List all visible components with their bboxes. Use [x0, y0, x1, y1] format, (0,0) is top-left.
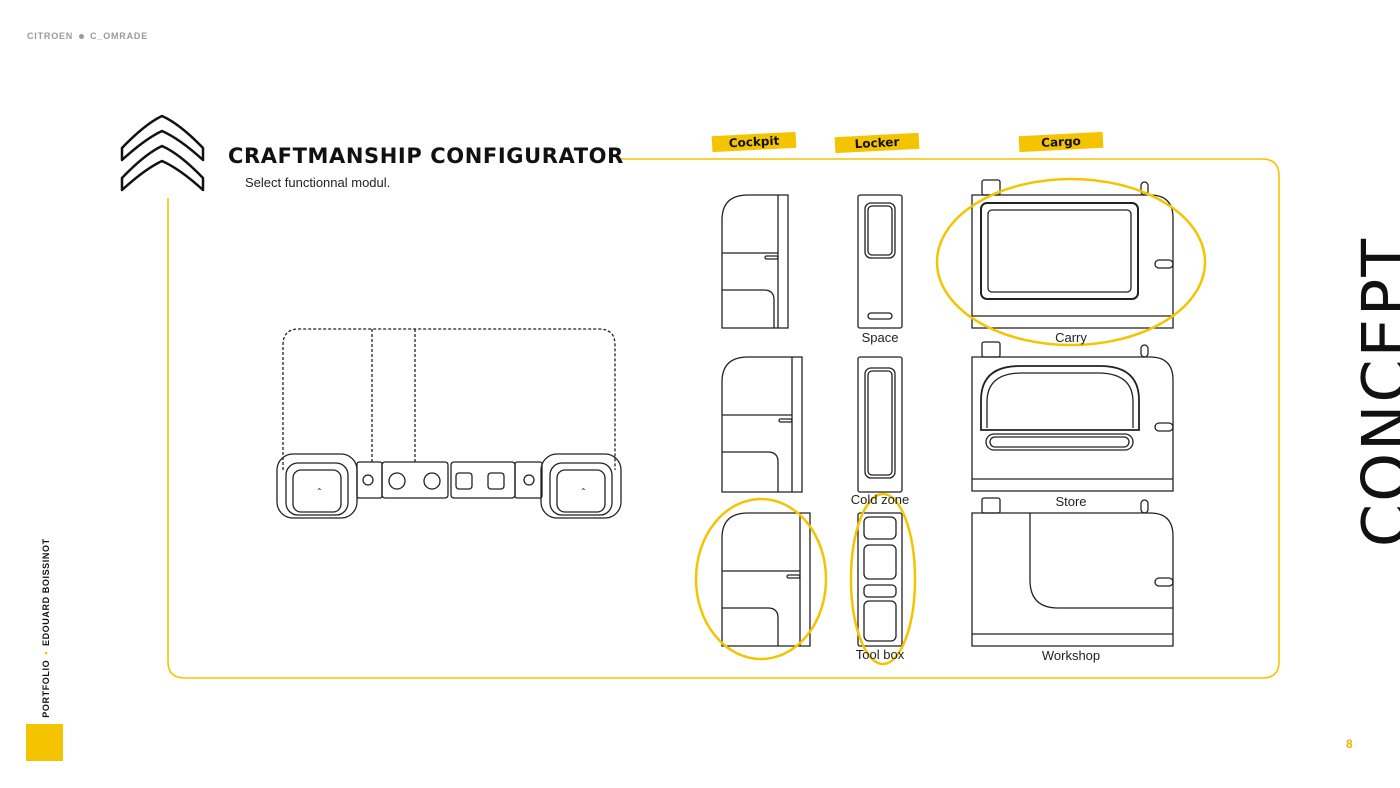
product-name: C_OMRADE	[90, 31, 149, 41]
yellow-accent-square	[26, 724, 63, 761]
selection-ellipse-cockpit	[694, 497, 828, 661]
module-label-cold-zone[interactable]: Cold zone	[850, 492, 910, 507]
selection-ellipse-toolbox	[849, 492, 917, 666]
module-label-carry[interactable]: Carry	[1055, 330, 1087, 345]
brand-separator-dot	[79, 33, 85, 39]
sidebar-separator: •	[41, 651, 51, 655]
section-subtitle: Select functionnal modul.	[245, 175, 391, 190]
brand-header: CITROEN C_OMRADE	[27, 31, 148, 41]
cockpit-modules-drawing	[721, 194, 811, 647]
sidebar-author: EDOUARD BOISSINOT	[41, 538, 51, 647]
locker-modules-drawing	[857, 194, 903, 647]
dashboard-base-drawing: ⌃ ⌃	[276, 328, 622, 519]
module-label-workshop[interactable]: Workshop	[1041, 648, 1101, 663]
yellow-frame	[167, 158, 1280, 679]
citroen-chevron-logo-icon	[120, 114, 205, 192]
brand-name: CITROEN	[27, 31, 74, 41]
page-number: 8	[1346, 737, 1353, 751]
side-title: CONCEPT	[1348, 236, 1400, 548]
module-label-space[interactable]: Space	[861, 330, 899, 345]
sidebar-portfolio: PORTFOLIO	[41, 659, 51, 718]
selection-ellipse-carry	[935, 177, 1207, 347]
cargo-modules-drawing	[971, 179, 1174, 647]
module-label-store[interactable]: Store	[1055, 494, 1087, 509]
section-title: CRAFTMANSHIP CONFIGURATOR	[228, 144, 624, 168]
svg-text:⌃: ⌃	[580, 487, 587, 496]
sidebar-credit: PORTFOLIO • EDOUARD BOISSINOT	[41, 538, 51, 717]
module-label-tool-box[interactable]: Tool box	[855, 647, 905, 662]
svg-text:⌃: ⌃	[316, 487, 323, 496]
